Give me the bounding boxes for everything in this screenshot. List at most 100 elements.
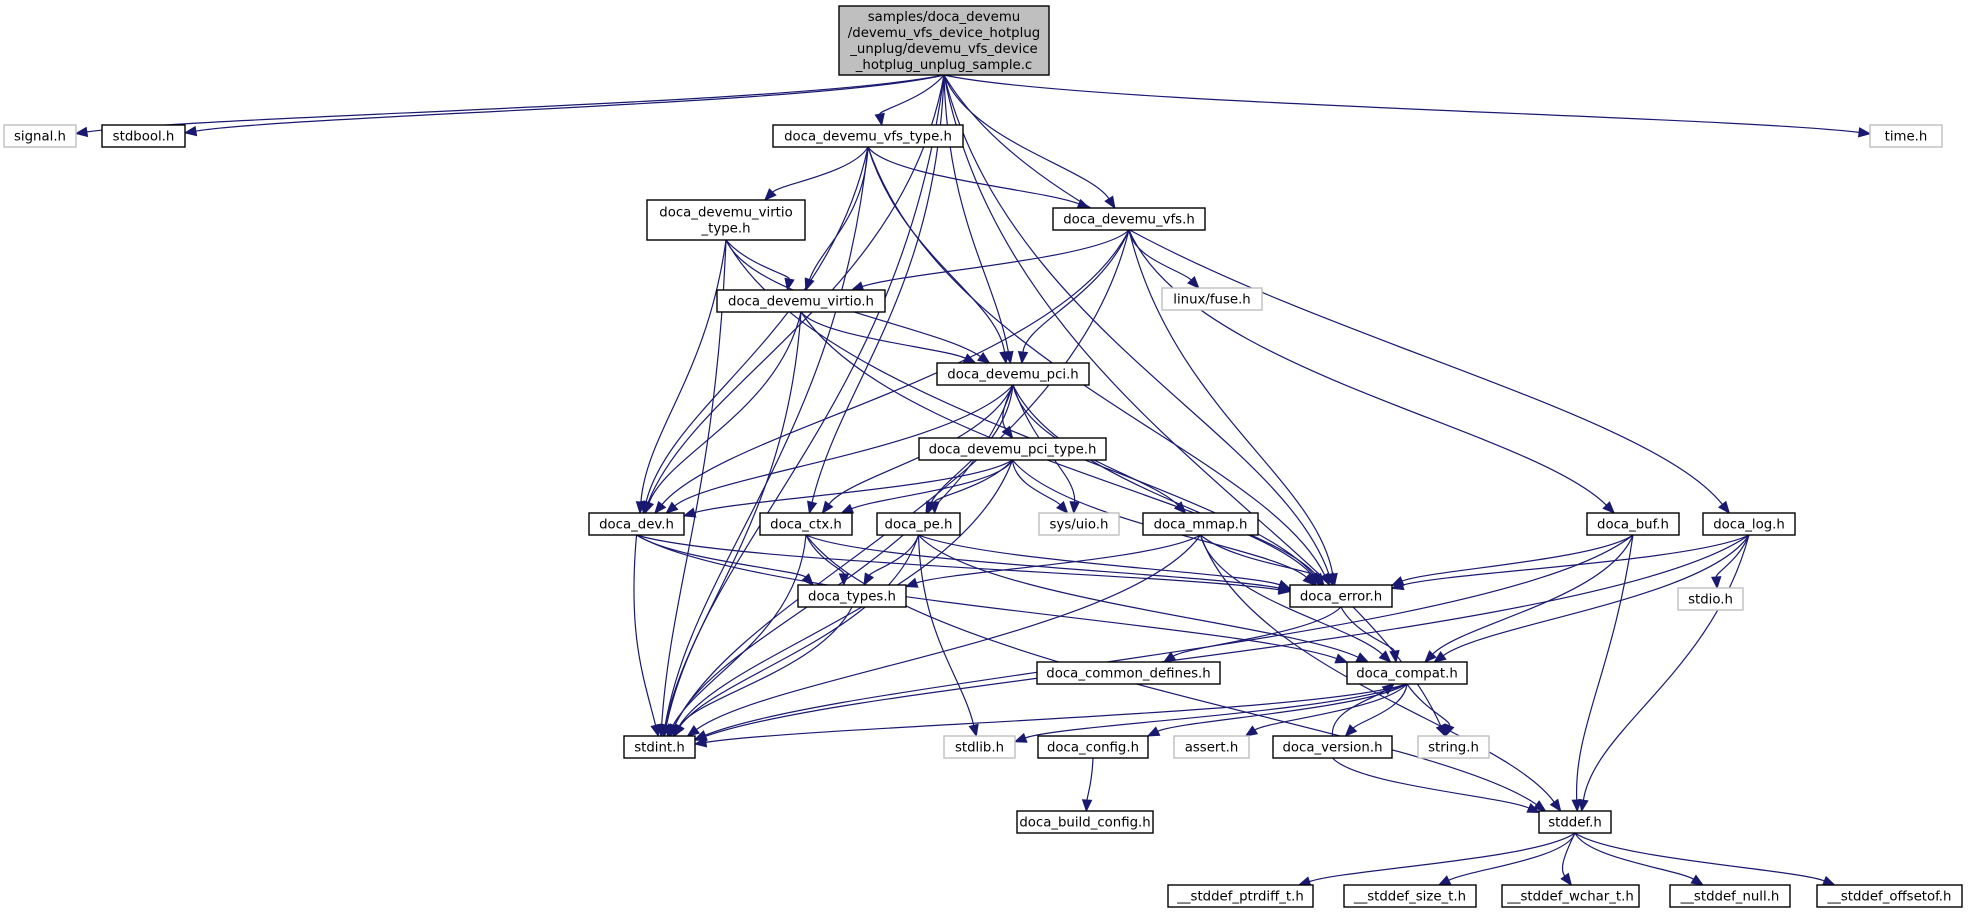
node-log[interactable]: doca_log.h	[1702, 512, 1796, 536]
node-build-config[interactable]: doca_build_config.h	[1016, 810, 1154, 834]
edge-stddef-to-offsetof	[1574, 832, 1836, 886]
edge-dev-to-stdint	[633, 534, 661, 738]
arrowhead-icon	[1433, 651, 1447, 663]
node-label: doca_log.h	[1713, 518, 1785, 533]
edge-root-to-time	[943, 74, 1872, 138]
arrowhead-icon	[1437, 875, 1452, 886]
edge-mmap-to-stddef	[1199, 534, 1562, 813]
edge-line	[943, 74, 1860, 133]
edge-line	[1331, 690, 1386, 737]
node-box	[646, 199, 806, 241]
arrowhead-icon	[1378, 650, 1392, 663]
edge-line	[674, 384, 1014, 727]
node-box	[1272, 735, 1393, 759]
node-null[interactable]: __stddef_null.h	[1669, 884, 1791, 908]
arrowhead-icon	[863, 572, 875, 587]
node-pci-type[interactable]: doca_devemu_pci_type.h	[918, 437, 1107, 461]
node-wchar-t[interactable]: __stddef_wchar_t.h	[1501, 884, 1640, 908]
edge-error-to-common_defines	[1162, 606, 1342, 663]
arrowhead-icon	[650, 723, 661, 738]
edge-line	[1574, 832, 1825, 882]
arrowhead-icon	[665, 501, 679, 514]
edge-line	[1406, 683, 1451, 727]
edge-line	[918, 534, 1280, 586]
edge-line	[800, 311, 1314, 577]
node-label: doca_devemu_virtio.h	[728, 295, 874, 310]
node-box	[623, 735, 696, 759]
node-label: doca_build_config.h	[1019, 816, 1150, 831]
edge-line	[1332, 757, 1530, 809]
node-vfs-type[interactable]: doca_devemu_vfs_type.h	[772, 124, 964, 148]
node-root[interactable]: samples/doca_devemu/devemu_vfs_device_ho…	[838, 5, 1050, 76]
edge-stddef-to-size_t	[1437, 832, 1576, 886]
node-label: doca_compat.h	[1356, 667, 1458, 682]
edge-line	[195, 74, 945, 132]
edge-line	[943, 74, 1330, 575]
node-box	[1669, 884, 1791, 908]
node-box	[1869, 124, 1943, 148]
node-box	[3, 124, 77, 148]
edge-root-to-log	[943, 74, 1731, 515]
node-pci[interactable]: doca_devemu_pci.h	[936, 362, 1090, 386]
node-mmap[interactable]: doca_mmap.h	[1142, 512, 1259, 536]
node-vfs[interactable]: doca_devemu_vfs.h	[1052, 207, 1206, 231]
node-common-defines[interactable]: doca_common_defines.h	[1036, 661, 1221, 685]
arrowhead-icon	[1602, 501, 1616, 514]
edge-version-to-stddef	[1332, 757, 1541, 814]
edge-vfs_type-to-error	[867, 146, 1330, 587]
edge-line	[772, 146, 869, 193]
edge-line	[862, 229, 1130, 288]
node-label: doca_devemu_vfs_type.h	[784, 130, 952, 145]
edge-line	[1442, 534, 1750, 657]
node-label: __stddef_size_t.h	[1353, 890, 1466, 905]
edge-stddef-to-wchar_t	[1560, 832, 1576, 887]
node-label: string.h	[1428, 741, 1479, 756]
edge-buf-to-compat	[1424, 534, 1634, 663]
node-stdbool[interactable]: stdbool.h	[101, 124, 186, 148]
node-stdint[interactable]: stdint.h	[623, 735, 696, 759]
edge-line	[704, 534, 1634, 736]
node-size-t[interactable]: __stddef_size_t.h	[1343, 884, 1477, 908]
node-label: stdint.h	[634, 741, 685, 756]
edge-line	[86, 74, 945, 133]
edge-line	[1025, 683, 1408, 739]
edge-virtio_type-to-virtio	[725, 239, 795, 292]
node-stddef[interactable]: stddef.h	[1538, 810, 1612, 834]
arrowhead-icon	[666, 723, 678, 738]
arrowhead-icon	[1549, 798, 1562, 813]
node-label: time.h	[1885, 130, 1928, 145]
edge-line	[1128, 229, 1607, 506]
edge-vfs-to-dev	[654, 229, 1130, 515]
node-offsetof[interactable]: __stddef_offsetof.h	[1816, 884, 1963, 908]
node-virtio-type[interactable]: doca_devemu_virtio_type.h	[646, 199, 806, 241]
arrowhead-icon	[804, 277, 815, 292]
node-fuse: linux/fuse.h	[1161, 287, 1263, 311]
edge-root-to-stdbool	[183, 74, 945, 137]
edge-vfs-to-virtio	[850, 229, 1130, 292]
node-types[interactable]: doca_types.h	[797, 584, 907, 608]
arrowhead-icon	[840, 503, 855, 514]
arrowhead-icon	[1244, 725, 1259, 737]
edge-line	[696, 534, 1201, 731]
arrowhead-icon	[1355, 652, 1370, 663]
arrowhead-icon	[1389, 649, 1400, 664]
node-label: doca_dev.h	[599, 518, 674, 533]
node-ctx[interactable]: doca_ctx.h	[759, 512, 853, 536]
node-compat[interactable]: doca_compat.h	[1346, 661, 1468, 685]
node-ptrdiff[interactable]: __stddef_ptrdiff_t.h	[1167, 884, 1314, 908]
node-buf[interactable]: doca_buf.h	[1586, 512, 1680, 536]
arrowhead-icon	[1821, 875, 1836, 886]
node-box	[759, 512, 853, 536]
edge-line	[678, 534, 920, 728]
edge-root-to-stdint	[661, 74, 945, 738]
node-label: doca_buf.h	[1597, 518, 1669, 533]
edge-vfs-to-error	[1128, 229, 1338, 587]
node-error[interactable]: doca_error.h	[1289, 584, 1393, 608]
node-virtio[interactable]: doca_devemu_virtio.h	[716, 289, 886, 313]
node-dev[interactable]: doca_dev.h	[588, 512, 685, 536]
node-version[interactable]: doca_version.h	[1272, 735, 1393, 759]
edge-line	[800, 311, 966, 359]
node-label: signal.h	[14, 130, 66, 145]
node-config[interactable]: doca_config.h	[1037, 735, 1149, 759]
node-pe[interactable]: doca_pe.h	[876, 512, 961, 536]
